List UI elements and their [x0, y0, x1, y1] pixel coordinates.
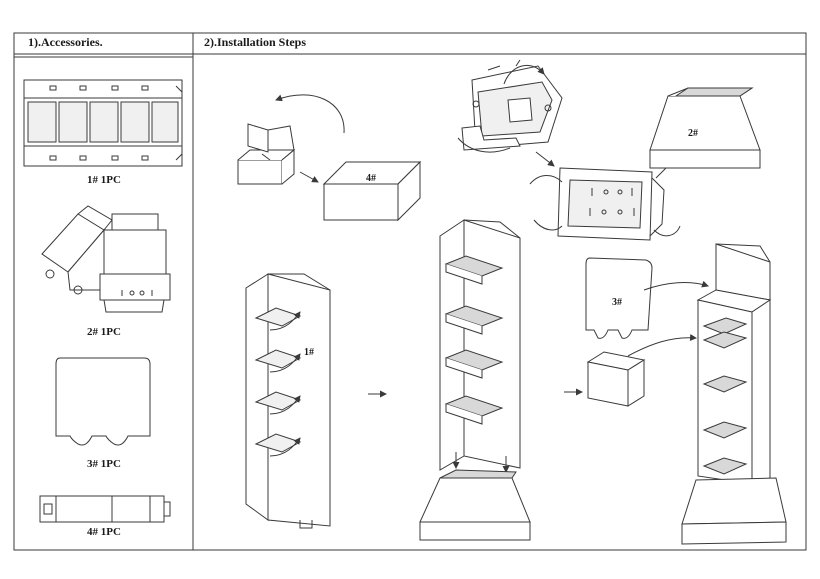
- installation-section-title: 2).Installation Steps: [204, 35, 307, 49]
- part-3-header-card: [585, 257, 709, 339]
- part-1-assembled-shelf: [439, 219, 521, 473]
- part-1-flat-drawing: [23, 79, 183, 167]
- part-2-assembled-base: [649, 87, 761, 169]
- accessory-label-1: 1# 1PC: [87, 174, 121, 186]
- part-number-1: 1#: [304, 347, 314, 358]
- final-assembled-display: [681, 243, 787, 545]
- accessories-section-title: 1).Accessories.: [28, 35, 103, 49]
- part-number-3: 3#: [612, 297, 622, 308]
- part-4-small-box: [586, 334, 697, 407]
- accessory-label-2: 2# 1PC: [87, 326, 121, 338]
- table-frame: [13, 32, 807, 551]
- part-number-4: 4#: [366, 173, 376, 184]
- part-3-flat-drawing: [55, 357, 151, 446]
- part-2-flat-drawing: [41, 205, 171, 313]
- part-4-assembled-box: [322, 160, 422, 222]
- part-4-flat-drawing: [39, 495, 171, 523]
- part-2-base-under-shelf: [419, 469, 531, 541]
- step-part-2-folding: [457, 59, 681, 241]
- part-1-shelf-folding: [245, 273, 331, 529]
- accessory-label-3: 3# 1PC: [87, 458, 121, 470]
- step-part-4-folding: [237, 94, 345, 185]
- accessory-label-4: 4# 1PC: [87, 526, 121, 538]
- part-number-2: 2#: [688, 128, 698, 139]
